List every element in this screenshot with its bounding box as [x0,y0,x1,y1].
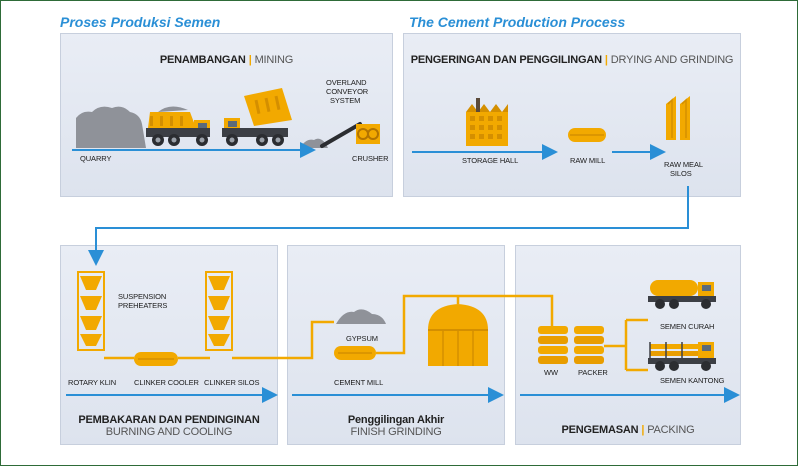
heading-separator: | [641,424,645,436]
panel-mining-title-en: MINING [254,54,294,66]
label-overland-3: SYSTEM [330,96,361,105]
label-rotary-klin: ROTARY KLIN [68,378,117,387]
label-quarry: QUARRY [80,154,112,163]
title-english: The Cement Production Process [409,14,626,30]
panel-packing-heading: PENGEMASAN|PACKING [516,424,740,436]
label-overland-2: CONVEYOR [326,87,369,96]
label-clinker-cooler: CLINKER COOLER [134,378,199,387]
label-raw-meal-1: RAW MEAL [664,160,703,169]
label-suspension-1: SUSPENSION [118,292,167,301]
heading-separator: | [248,54,252,66]
panel-finish-heading: Penggilingan Akhir FINISH GRINDING [288,414,504,438]
panel-burning-heading: PEMBAKARAN DAN PENDINGINAN BURNING AND C… [61,414,277,438]
heading-separator: | [604,54,608,66]
label-overland-1: OVERLAND [326,78,367,87]
label-packer: PACKER [578,368,608,377]
panel-drying-title-en: DRYING AND GRINDING [610,54,734,66]
label-semen-curah: SEMEN CURAH [660,322,715,331]
panel-finish-title-en: FINISH GRINDING [350,426,442,438]
panel-packing: PENGEMASAN|PACKING [515,245,741,445]
panel-mining: PENAMBANGAN|MINING [60,33,393,197]
panel-finish-title-id: Penggilingan Akhir [347,414,445,426]
panel-mining-heading: PENAMBANGAN|MINING [61,54,392,66]
panel-packing-title-id: PENGEMASAN [561,424,639,436]
label-suspension-2: PREHEATERS [118,301,168,310]
label-clinker-silos: CLINKER SILOS [204,378,260,387]
label-cement-mill: CEMENT MILL [334,378,384,387]
title-indonesian: Proses Produksi Semen [60,14,221,30]
panel-burning-title-id: PEMBAKARAN DAN PENDINGINAN [78,414,260,426]
label-raw-meal-2: SILOS [670,169,692,178]
label-storage-hall: STORAGE HALL [462,156,519,165]
label-raw-mill: RAW MILL [570,156,606,165]
panel-mining-title-id: PENAMBANGAN [159,54,246,66]
panel-packing-title-en: PACKING [647,424,695,436]
panel-finish-grinding: Penggilingan Akhir FINISH GRINDING [287,245,505,445]
panel-burning-title-en: BURNING AND COOLING [105,426,233,438]
panel-drying-title-id: PENGERINGAN DAN PENGGILINGAN [410,54,602,66]
label-crusher: CRUSHER [352,154,389,163]
label-semen-kantong: SEMEN KANTONG [660,376,725,385]
panel-drying-heading: PENGERINGAN DAN PENGGILINGAN|DRYING AND … [404,54,740,66]
panel-burning-cooling: PEMBAKARAN DAN PENDINGINAN BURNING AND C… [60,245,278,445]
label-gypsum: GYPSUM [346,334,378,343]
label-ww: WW [544,368,558,377]
